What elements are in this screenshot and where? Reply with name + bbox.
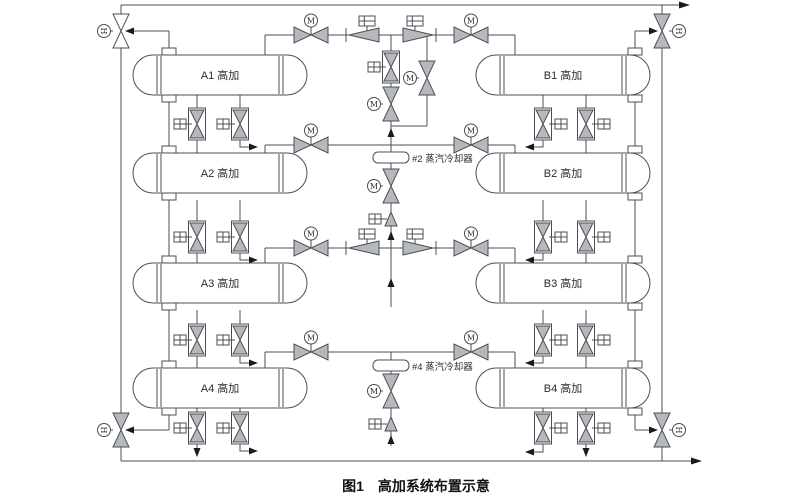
actuator-box-icon bbox=[368, 418, 388, 430]
motor-circle-icon bbox=[304, 330, 318, 345]
hand-circle-icon bbox=[672, 24, 686, 38]
vessel-b2: B2 高加 bbox=[475, 145, 651, 201]
motor-letter: M bbox=[370, 182, 378, 191]
motor-circle-icon bbox=[304, 226, 318, 241]
vessel-label: B2 高加 bbox=[544, 166, 583, 180]
vessel-label: A4 高加 bbox=[201, 381, 240, 395]
drain-valve-icon bbox=[534, 411, 552, 445]
caption-number: 图1 bbox=[342, 478, 364, 494]
motor-circle-icon bbox=[464, 226, 478, 241]
drain-valve-icon bbox=[577, 107, 595, 141]
hand-circle-icon bbox=[97, 24, 111, 38]
hand-circle-icon bbox=[672, 423, 686, 437]
motor-circle-icon bbox=[367, 97, 381, 111]
vessel-b4: B4 高加 bbox=[475, 360, 651, 416]
motor-letter: M bbox=[307, 230, 315, 239]
motor-valve-icon bbox=[382, 86, 400, 122]
cooler-4-chain: #4 蒸汽冷却器 bbox=[368, 359, 473, 432]
drain-valve-icon bbox=[534, 107, 552, 141]
motor-letter: M bbox=[467, 230, 475, 239]
motor-letter: M bbox=[467, 334, 475, 343]
motor-circle-icon bbox=[304, 123, 318, 138]
motor-letter: M bbox=[307, 17, 315, 26]
actuator-box-icon bbox=[406, 15, 424, 27]
drain-valve-icon bbox=[577, 411, 595, 445]
cooler-4-label: #4 蒸汽冷却器 bbox=[412, 361, 473, 373]
motor-valve-icon bbox=[418, 60, 436, 96]
vessel-b3: B3 高加 bbox=[475, 255, 651, 311]
control-valve-icon bbox=[345, 238, 380, 256]
motor-letter: M bbox=[467, 127, 475, 136]
figure-caption: 图1 高加系统布置示意 bbox=[342, 478, 490, 494]
motor-circle-icon bbox=[367, 179, 381, 193]
actuator-box-icon bbox=[358, 15, 376, 27]
motor-valve-icon bbox=[382, 373, 400, 409]
motor-letter: M bbox=[370, 100, 378, 109]
drain-valve-icon bbox=[577, 323, 595, 357]
motor-circle-icon bbox=[464, 123, 478, 138]
hand-letter: H bbox=[99, 28, 108, 35]
cooler-2-label: #2 蒸汽冷却器 bbox=[412, 153, 473, 165]
vessel-label: B4 高加 bbox=[544, 381, 583, 395]
hand-letter: H bbox=[99, 427, 108, 434]
actuator-box-icon bbox=[368, 213, 388, 225]
motor-letter: M bbox=[370, 387, 378, 396]
vessel-label: B1 高加 bbox=[544, 68, 583, 82]
steam-cooler-4 bbox=[372, 359, 410, 372]
motor-circle-icon bbox=[464, 13, 478, 28]
drain-valve-icon bbox=[577, 220, 595, 254]
vessel-b1: B1 高加 bbox=[475, 47, 651, 103]
motor-letter: M bbox=[406, 74, 414, 83]
cooler-2-chain: #2 蒸汽冷却器 bbox=[368, 151, 473, 227]
motor-valve-icon bbox=[382, 168, 400, 204]
vessel-a4: A4 高加 bbox=[132, 360, 308, 416]
vessel-a1: A1 高加 bbox=[132, 47, 308, 103]
hand-letter: H bbox=[674, 427, 683, 434]
motor-circle-icon bbox=[464, 330, 478, 345]
actuator-box-icon bbox=[358, 228, 376, 240]
motor-circle-icon bbox=[304, 13, 318, 28]
vessel-label: A1 高加 bbox=[201, 68, 240, 82]
center-chain-top bbox=[345, 15, 437, 122]
vessel-a2: A2 高加 bbox=[132, 145, 308, 201]
motor-letter: M bbox=[307, 334, 315, 343]
control-valve-icon bbox=[402, 238, 437, 256]
motor-letter: M bbox=[467, 17, 475, 26]
actuator-box-icon bbox=[406, 228, 424, 240]
vessel-label: B3 高加 bbox=[544, 276, 583, 290]
vessel-label: A3 高加 bbox=[201, 276, 240, 290]
hand-letter: H bbox=[674, 28, 683, 35]
steam-cooler-2 bbox=[372, 151, 410, 164]
drain-valve-icon bbox=[534, 323, 552, 357]
control-valve-icon bbox=[345, 25, 380, 43]
hand-circle-icon bbox=[97, 423, 111, 437]
motor-letter: M bbox=[307, 127, 315, 136]
vessel-label: A2 高加 bbox=[201, 166, 240, 180]
caption-title: 高加系统布置示意 bbox=[378, 478, 490, 494]
vessel-a3: A3 高加 bbox=[132, 255, 308, 311]
motor-circle-icon bbox=[403, 71, 417, 85]
flow-arrows bbox=[125, 1, 702, 465]
drain-valve-icon bbox=[534, 220, 552, 254]
motor-actuator-circles: M M M M M M M M M M M M bbox=[304, 13, 478, 398]
motor-circle-icon bbox=[367, 384, 381, 398]
hand-actuator-circles: H H H H bbox=[97, 24, 686, 437]
control-valve-icon bbox=[402, 25, 437, 43]
